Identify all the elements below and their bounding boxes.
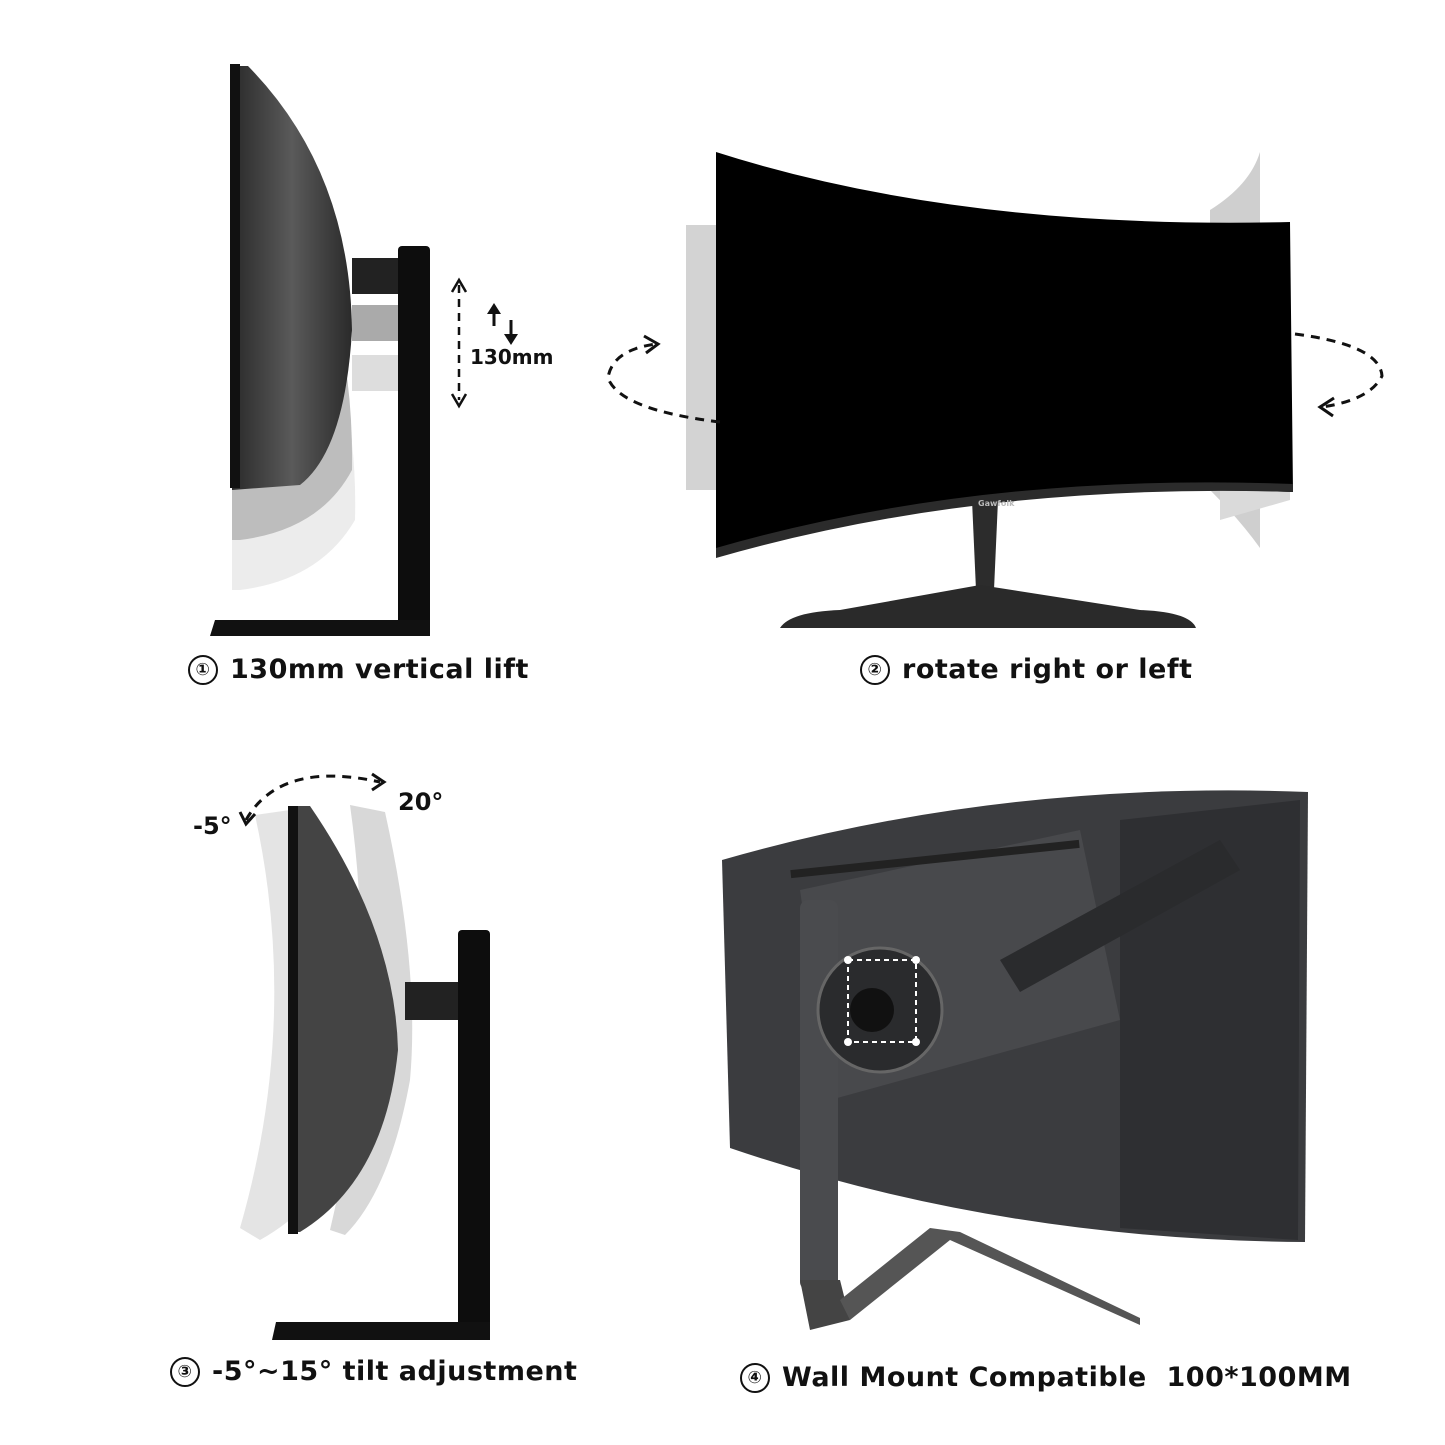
stand-base bbox=[780, 585, 1196, 628]
vesa-screw-top-right bbox=[912, 956, 920, 964]
brand-logo-text: Gawfolk bbox=[978, 499, 1015, 508]
panel-tilt: -5° 20° ③ -5°~15° tilt adjustment bbox=[0, 720, 720, 1445]
step-number-badge: ① bbox=[188, 655, 218, 685]
hinge bbox=[405, 982, 465, 1020]
panel-wall-mount: ④ Wall Mount Compatible 100*100MM bbox=[700, 720, 1445, 1445]
stand-pole bbox=[458, 930, 490, 1330]
stand-base-leg bbox=[840, 1228, 1140, 1325]
lift-dashed-arrow bbox=[450, 277, 468, 409]
vesa-100x100-pattern bbox=[847, 959, 917, 1043]
hinge-middle-ghost bbox=[352, 305, 402, 341]
step-number-badge: ③ bbox=[170, 1357, 200, 1387]
stand-base bbox=[272, 1322, 490, 1340]
step-number-badge: ④ bbox=[740, 1363, 770, 1393]
vesa-screw-bottom-right bbox=[912, 1038, 920, 1046]
hinge-lower-ghost bbox=[352, 355, 402, 391]
caption-text: rotate right or left bbox=[902, 654, 1193, 685]
step-number-badge: ② bbox=[860, 655, 890, 685]
rotate-left-arrow-icon bbox=[606, 334, 721, 424]
ghost-screen-left bbox=[686, 225, 720, 490]
caption-vertical-lift: ① 130mm vertical lift bbox=[188, 654, 529, 685]
monitor-side-body bbox=[232, 66, 352, 490]
panel-vertical-lift: 130mm ① 130mm vertical lift bbox=[0, 0, 720, 720]
lift-measure-label: 130mm bbox=[470, 345, 554, 369]
caption-rotate: ② rotate right or left bbox=[860, 654, 1193, 685]
rear-vent-slot bbox=[790, 839, 1080, 879]
vesa-screw-bottom-left bbox=[844, 1038, 852, 1046]
vesa-screw-top-left bbox=[844, 956, 852, 964]
stand-pole bbox=[800, 900, 838, 1290]
stand-base-left bbox=[800, 1280, 850, 1330]
caption-text: 130mm vertical lift bbox=[230, 654, 529, 685]
vesa-hinge-hub bbox=[850, 988, 894, 1032]
hinge-upper bbox=[352, 258, 402, 294]
stand-neck bbox=[972, 500, 998, 590]
stand-pole bbox=[398, 246, 430, 624]
rear-view-monitor-vesa-illustration bbox=[722, 790, 1308, 1330]
up-down-arrows-icon bbox=[487, 303, 518, 345]
front-view-monitor-rotate-illustration bbox=[606, 152, 1384, 628]
monitor-bezel-edge bbox=[230, 64, 240, 488]
caption-text: -5°~15° tilt adjustment bbox=[212, 1356, 578, 1387]
caption-text: Wall Mount Compatible 100*100MM bbox=[782, 1362, 1352, 1393]
tilt-minus-label: -5° bbox=[193, 812, 232, 840]
side-view-monitor-lift-illustration bbox=[210, 64, 518, 636]
monitor-side-body bbox=[290, 806, 398, 1232]
tilt-arc-arrow-icon bbox=[238, 772, 387, 827]
caption-tilt: ③ -5°~15° tilt adjustment bbox=[170, 1356, 577, 1387]
rear-panel-stripe bbox=[1000, 840, 1240, 992]
rotate-right-arrow-icon bbox=[1294, 332, 1384, 418]
stand-base bbox=[210, 620, 430, 636]
caption-wall-mount: ④ Wall Mount Compatible 100*100MM bbox=[740, 1362, 1352, 1393]
monitor-bottom-bezel bbox=[716, 482, 1293, 558]
tilt-plus-label: 20° bbox=[398, 788, 444, 816]
monitor-bezel-edge bbox=[288, 806, 298, 1234]
monitor-screen bbox=[716, 152, 1293, 556]
side-view-monitor-tilt-illustration bbox=[238, 772, 490, 1340]
panel-rotate: Gawfolk ② rotate right or left bbox=[600, 0, 1445, 720]
